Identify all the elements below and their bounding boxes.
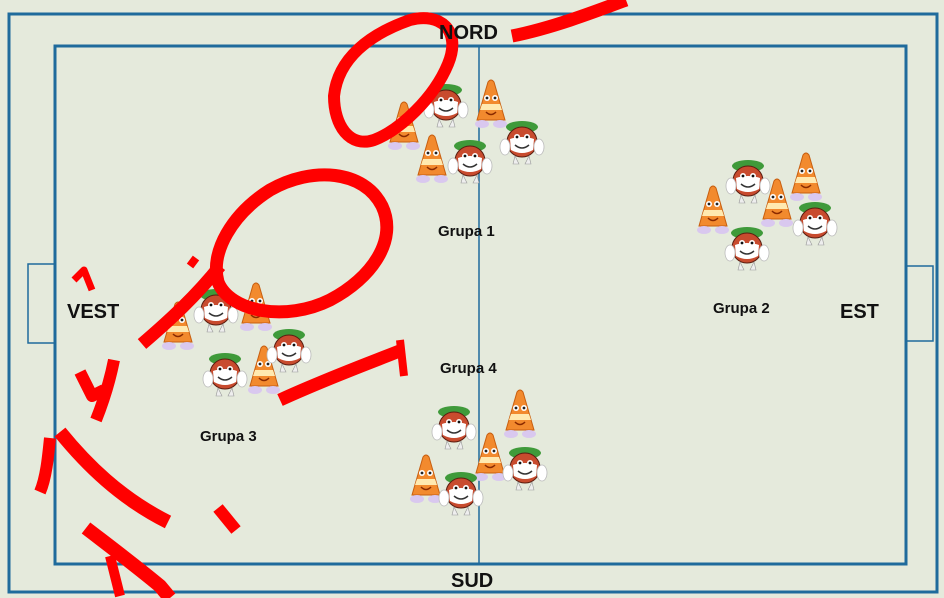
east-label: EST	[840, 301, 879, 323]
group-2-label: Grupa 2	[713, 300, 770, 317]
north-label: NORD	[439, 22, 498, 44]
south-label: SUD	[451, 570, 494, 592]
west-goal	[27, 263, 56, 344]
outer-boundary	[7, 12, 939, 594]
group-1-label: Grupa 1	[438, 223, 495, 240]
group-3-label: Grupa 3	[200, 428, 257, 445]
east-goal	[905, 265, 934, 342]
group-4-label: Grupa 4	[440, 360, 497, 377]
west-label: VEST	[67, 301, 120, 323]
annotation-scribble	[34, 0, 629, 598]
